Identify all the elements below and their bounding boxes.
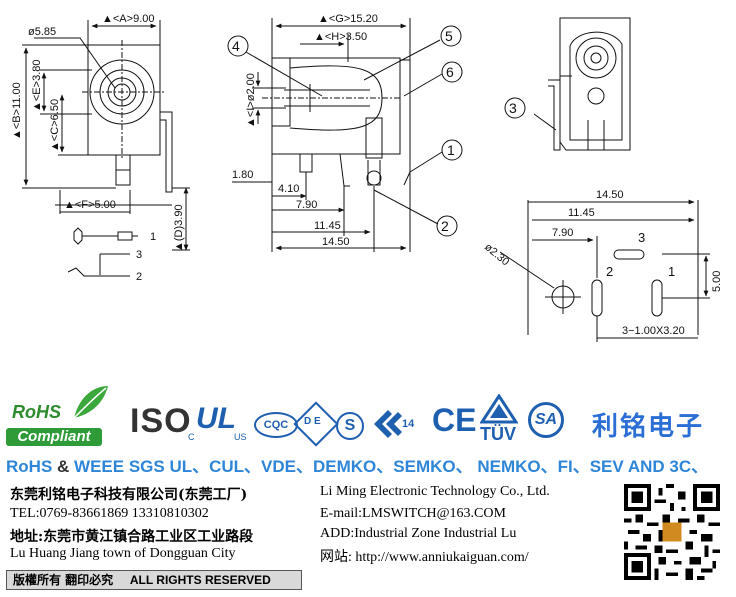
rear-view xyxy=(533,17,631,151)
ul-us-label: US xyxy=(234,432,247,442)
ul-mark: C UL US xyxy=(188,396,248,442)
tuv-triangle-icon xyxy=(480,394,518,424)
address-en-line1: ADD:Industrial Zone Industrial Lu xyxy=(320,526,517,541)
fp-pad-3: 3 xyxy=(638,230,645,245)
dim-g-label: ▲<G>15.20 xyxy=(318,13,378,25)
dim-c-label: ▲<C>6.50 xyxy=(49,99,61,152)
dim-790-label: 7.90 xyxy=(296,199,317,211)
csa-mark: SA xyxy=(528,402,564,438)
standards-rohs: RoHS xyxy=(6,457,53,476)
ul-c-label: C xyxy=(188,432,195,442)
certification-row: RoHS Compliant ISO C UL US CQC D E S 14 … xyxy=(0,382,736,452)
callout-6: 6 xyxy=(446,64,454,80)
callout-1: 1 xyxy=(447,142,455,158)
dim-1450-label: 14.50 xyxy=(322,236,350,248)
qr-code-icon[interactable] xyxy=(624,484,720,580)
schematic-symbol xyxy=(67,227,138,277)
cqc-mark: CQC xyxy=(254,412,298,438)
callout-5: 5 xyxy=(445,28,453,44)
dim-i-label: ▲<I>ø2.00 xyxy=(245,73,257,128)
email[interactable]: E-mail:LMSWITCH@163.COM xyxy=(320,506,506,521)
dim-410-label: 4.10 xyxy=(278,183,299,195)
website-link[interactable]: 网站: http://www.anniukaiguan.com/ xyxy=(320,550,529,565)
technical-drawing: ▲<A>9.00 ø5.85 ▲<B>11.00 ▲<E>3.80 ▲<C>6.… xyxy=(11,13,723,342)
rights-en: ALL RIGHTS RESERVED xyxy=(129,573,271,587)
fp-dim-500-label: 5.00 xyxy=(711,271,723,292)
iso-logo: ISO xyxy=(130,402,192,440)
fp-slots-label: 3−1.00X3.20 xyxy=(622,325,685,337)
footprint-view xyxy=(499,199,710,342)
front-view xyxy=(22,20,190,251)
standards-line: RoHS & WEEE SGS UL、CUL、VDE、DEMKO、SEMKO、 … xyxy=(6,452,736,476)
rohs-logo: RoHS Compliant xyxy=(6,384,126,446)
standards-amp: & xyxy=(57,457,70,476)
callout-2: 2 xyxy=(441,218,449,234)
dim-180-label: 1.80 xyxy=(232,169,253,181)
s-mark: S xyxy=(336,412,364,440)
standards-list: WEEE SGS UL、CUL、VDE、DEMKO、SEMKO、 NEMKO、F… xyxy=(74,457,709,476)
fp-dia-230-label: ø2.30 xyxy=(482,241,511,268)
dim-e-label: ▲<E>3.80 xyxy=(31,60,43,112)
vde-mark: D E xyxy=(304,416,321,427)
brand-chinese: 利铭电子 xyxy=(592,412,705,442)
dim-f-label: ▲<F>5.00 xyxy=(64,199,116,211)
dim-h-label: ▲<H>3.50 xyxy=(314,31,367,43)
fp-dim-790-label: 7.90 xyxy=(552,227,573,239)
schematic-pin-2: 2 xyxy=(136,271,142,283)
telephone: TEL:0769-83661869 13310810302 xyxy=(10,506,209,521)
fp-pad-2: 2 xyxy=(606,264,613,279)
k-mark-icon xyxy=(374,410,402,438)
address-en-line2: Lu Huang Jiang town of Dongguan City xyxy=(10,546,236,561)
rights-cn: 版權所有 翻印必究 xyxy=(13,573,114,587)
dim-1145-label: 11.45 xyxy=(314,220,341,232)
k-mark-number: 14 xyxy=(402,418,415,430)
schematic-pin-1: 1 xyxy=(150,231,156,243)
rohs-compliant: Compliant xyxy=(6,428,102,446)
schematic-pin-3: 3 xyxy=(136,249,142,261)
company-name-en: Li Ming Electronic Technology Co., Ltd. xyxy=(320,484,550,499)
dia-585-label: ø5.85 xyxy=(28,26,56,38)
dim-b-label: ▲<B>11.00 xyxy=(11,82,23,140)
fp-pad-1: 1 xyxy=(668,264,675,279)
ce-mark: CE xyxy=(432,402,477,438)
ul-label: UL xyxy=(196,402,236,435)
fp-dim-1145-label: 11.45 xyxy=(568,207,595,219)
callout-3: 3 xyxy=(509,100,517,116)
rohs-title: RoHS xyxy=(12,402,61,422)
dim-d-label: ▲(D)3.90 xyxy=(173,204,185,252)
address-cn: 地址:东莞市黄江镇合路工业区工业路段 xyxy=(10,529,254,545)
leaf-icon xyxy=(73,386,108,419)
company-name-cn: 东莞利铭电子科技有限公司(东莞工厂) xyxy=(10,487,248,503)
dim-a-label: ▲<A>9.00 xyxy=(102,13,154,25)
callout-4: 4 xyxy=(232,38,240,54)
side-view xyxy=(232,18,443,252)
tuv-mark: TÜV xyxy=(480,424,516,444)
rights-bar: 版權所有 翻印必究 ALL RIGHTS RESERVED xyxy=(6,570,302,590)
fp-dim-1450-label: 14.50 xyxy=(596,189,624,201)
